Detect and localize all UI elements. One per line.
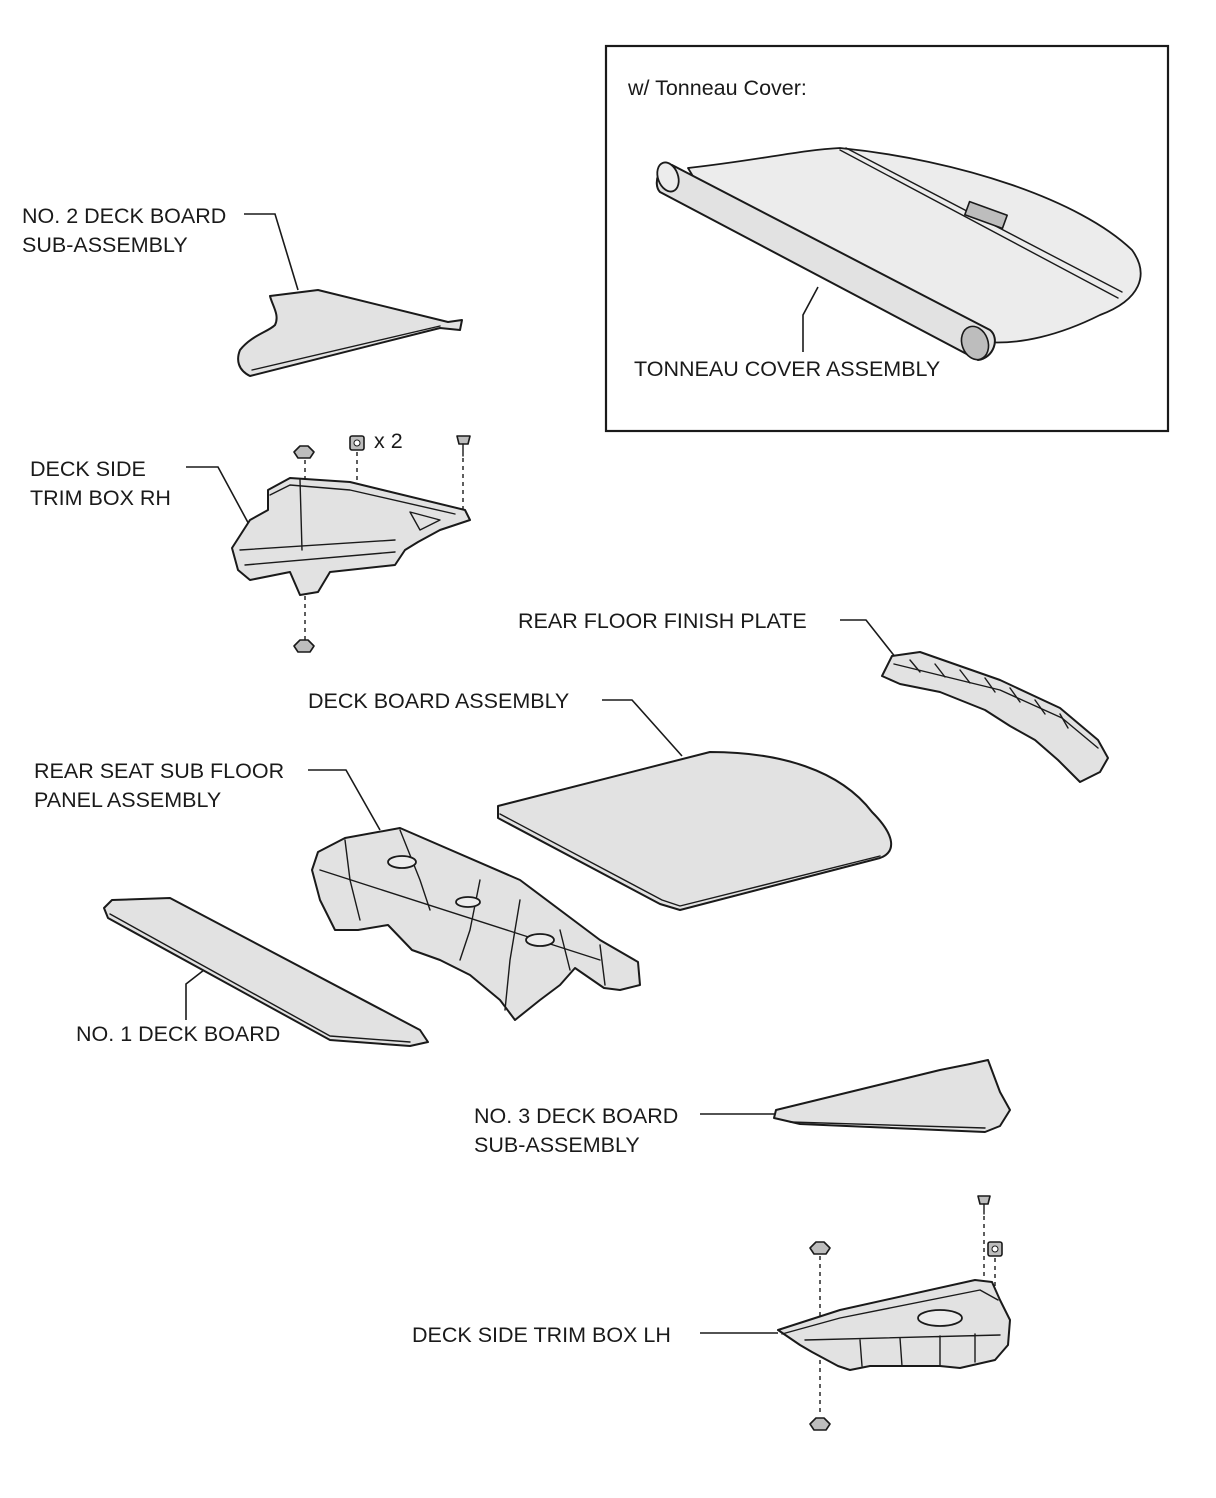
tonneau-cover-assembly <box>655 147 1142 361</box>
tonneau-cover-label: TONNEAU COVER ASSEMBLY <box>634 357 940 381</box>
no2-deck-board-label-line1: NO. 2 DECK BOARD <box>22 204 226 228</box>
rear-floor-finish-plate-group: REAR FLOOR FINISH PLATE <box>518 609 1109 783</box>
rear-seat-sub-floor-group: REAR SEAT SUB FLOOR PANEL ASSEMBLY <box>34 759 641 1021</box>
tonneau-handle <box>964 200 1008 230</box>
lh-ribs <box>804 1333 1001 1367</box>
sub-floor-hole-3 <box>525 933 555 947</box>
push-clip-icon <box>809 1241 831 1255</box>
deck-board-assembly <box>497 751 893 911</box>
push-clip-icon <box>293 445 315 459</box>
sub-floor-crease <box>319 869 601 961</box>
no3-deck-board-label-line2: SUB-ASSEMBLY <box>474 1133 640 1157</box>
no3-deck-board-group: NO. 3 DECK BOARD SUB-ASSEMBLY <box>474 1059 1011 1157</box>
deck-board-assembly-leader <box>602 699 683 757</box>
no1-deck-board-leader <box>185 969 205 1020</box>
tonneau-roller-end-left <box>656 161 680 193</box>
no3-deck-board-sub-assembly <box>773 1059 1011 1133</box>
no2-deck-board-group: NO. 2 DECK BOARD SUB-ASSEMBLY <box>22 204 463 377</box>
tonneau-rail <box>839 149 1119 299</box>
no1-deck-board-edge <box>109 913 411 1043</box>
no1-deck-board <box>103 897 429 1047</box>
screw-icon <box>977 1195 991 1215</box>
sub-floor-hole-2 <box>455 896 481 908</box>
finish-plate-texture <box>909 659 1069 729</box>
rear-seat-sub-floor-label-line2: PANEL ASSEMBLY <box>34 788 221 812</box>
screw-icon <box>456 435 471 457</box>
rear-floor-finish-plate-label: REAR FLOOR FINISH PLATE <box>518 609 807 633</box>
nut-icon <box>987 1241 1003 1257</box>
push-clip-icon <box>293 639 315 653</box>
no3-deck-board-edge <box>789 1121 986 1129</box>
deck-board-assembly-label: DECK BOARD ASSEMBLY <box>308 689 569 713</box>
rear-seat-sub-floor-panel-assembly <box>311 827 641 1021</box>
rh-detail-lines <box>239 479 396 566</box>
deck-side-trim-rh-label-line1: DECK SIDE <box>30 457 146 481</box>
finish-plate-ribs <box>893 663 1099 749</box>
deck-board-assembly-group: DECK BOARD ASSEMBLY <box>308 689 893 911</box>
lh-rim <box>781 1289 999 1335</box>
tonneau-roller-end-right <box>960 325 990 361</box>
rh-rim <box>269 484 456 515</box>
tonneau-cover-sheet <box>687 147 1142 344</box>
rear-seat-sub-floor-label-line1: REAR SEAT SUB FLOOR <box>34 759 284 783</box>
no1-deck-board-label: NO. 1 DECK BOARD <box>76 1022 280 1046</box>
rear-floor-finish-plate-leader <box>840 619 897 659</box>
sub-floor-hole-1 <box>387 855 417 869</box>
lh-pocket <box>917 1309 963 1327</box>
deck-side-trim-rh-leader <box>186 466 253 531</box>
deck-side-trim-lh-label: DECK SIDE TRIM BOX LH <box>412 1323 671 1347</box>
deck-side-trim-box-lh <box>777 1279 1011 1371</box>
clip-head <box>293 445 315 459</box>
no1-deck-board-group: NO. 1 DECK BOARD <box>76 897 429 1047</box>
rh-pocket <box>409 511 441 531</box>
push-clip-icon <box>809 1417 831 1431</box>
tonneau-leader <box>802 286 819 352</box>
deck-board-edge <box>499 813 881 907</box>
deck-side-trim-box-rh <box>231 477 471 596</box>
inset-title: w/ Tonneau Cover: <box>627 76 807 100</box>
rear-seat-sub-floor-leader <box>308 769 381 831</box>
no2-deck-board-sub-assembly <box>237 289 463 377</box>
deck-side-trim-box-rh-group: DECK SIDE TRIM BOX RH x 2 <box>30 429 471 653</box>
deck-side-trim-rh-label-line2: TRIM BOX RH <box>30 486 171 510</box>
deck-side-trim-box-lh-group: DECK SIDE TRIM BOX LH <box>412 1195 1011 1431</box>
tonneau-cover-inset: w/ Tonneau Cover: TONNEAU COVER ASSEMBLY <box>604 44 1170 433</box>
nut-icon <box>349 435 365 451</box>
no3-deck-board-label-line1: NO. 3 DECK BOARD <box>474 1104 678 1128</box>
no2-deck-board-leader <box>244 213 299 291</box>
rear-floor-finish-plate <box>881 651 1109 783</box>
no2-deck-board-label-line2: SUB-ASSEMBLY <box>22 233 188 257</box>
no2-deck-board-edge <box>251 325 441 371</box>
fastener-qty-label: x 2 <box>374 429 403 453</box>
